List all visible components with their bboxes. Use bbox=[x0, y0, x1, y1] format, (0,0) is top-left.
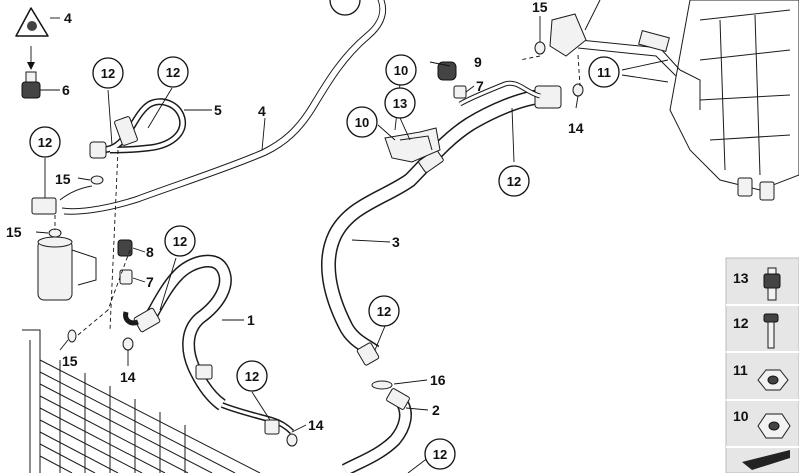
circled-callout-12-b: 12 bbox=[157, 56, 189, 88]
callout-15d: 15 bbox=[532, 0, 548, 15]
callout-4: 4 bbox=[258, 103, 266, 119]
callout-15c: 15 bbox=[62, 353, 78, 369]
callout-7a: 7 bbox=[476, 78, 484, 94]
svg-text:12: 12 bbox=[101, 66, 115, 81]
svg-text:13: 13 bbox=[393, 96, 407, 111]
legend-label-12: 12 bbox=[733, 315, 749, 331]
callout-5: 5 bbox=[214, 102, 222, 118]
hose-1 bbox=[123, 254, 295, 435]
legend-icon-stud bbox=[763, 267, 781, 301]
callout-15b: 15 bbox=[6, 224, 22, 240]
hose-5 bbox=[59, 98, 187, 201]
svg-text:12: 12 bbox=[377, 304, 391, 319]
warning-sticker-19 bbox=[15, 7, 49, 37]
svg-text:12: 12 bbox=[38, 135, 52, 150]
svg-text:12: 12 bbox=[166, 65, 180, 80]
callout-9: 9 bbox=[474, 54, 482, 70]
circled-callout-12-e: 12 bbox=[236, 360, 268, 392]
cap-8 bbox=[117, 239, 133, 257]
callout-14b: 14 bbox=[308, 417, 324, 433]
callout-15a: 15 bbox=[55, 171, 71, 187]
callout-2: 2 bbox=[432, 402, 440, 418]
circled-callout-12-h: 12 bbox=[498, 165, 530, 197]
callout-8: 8 bbox=[146, 244, 154, 260]
svg-text:12: 12 bbox=[507, 174, 521, 189]
callout-14c: 14 bbox=[568, 120, 584, 136]
evaporator-housing bbox=[669, 0, 799, 201]
callout-16: 16 bbox=[430, 372, 446, 388]
circled-callout-12-top bbox=[329, 0, 361, 16]
valve-7a bbox=[453, 85, 467, 99]
hose-3 bbox=[321, 80, 562, 366]
circled-callout-11: 11 bbox=[588, 56, 620, 88]
circled-callout-12-d: 12 bbox=[164, 225, 196, 257]
svg-text:11: 11 bbox=[597, 65, 611, 80]
legend-panel bbox=[725, 257, 799, 473]
callout-1: 1 bbox=[247, 312, 255, 328]
svg-text:12: 12 bbox=[173, 234, 187, 249]
callout-3: 3 bbox=[392, 234, 400, 250]
legend-label-13: 13 bbox=[733, 270, 749, 286]
callout-6: 6 bbox=[62, 82, 70, 98]
circled-callout-13: 13 bbox=[384, 87, 416, 119]
callout-14a: 14 bbox=[120, 369, 136, 385]
circled-callout-12-c: 12 bbox=[29, 126, 61, 158]
circled-callout-12-f: 12 bbox=[368, 295, 400, 327]
circled-callout-12-a: 12 bbox=[92, 57, 124, 89]
circled-callout-12-g: 12 bbox=[424, 438, 456, 470]
svg-text:10: 10 bbox=[394, 63, 408, 78]
receiver-drier bbox=[31, 197, 97, 301]
svg-text:10: 10 bbox=[355, 115, 369, 130]
circled-callout-10-a: 10 bbox=[385, 54, 417, 86]
legend-label-10: 10 bbox=[733, 408, 749, 424]
condenser bbox=[22, 329, 261, 473]
circled-callout-10-b: 10 bbox=[346, 106, 378, 138]
legend-label-11: 11 bbox=[733, 362, 748, 378]
legend-icon-bolt bbox=[763, 313, 779, 349]
svg-text:12: 12 bbox=[433, 447, 447, 462]
hose-2 bbox=[341, 388, 412, 473]
dashed-leaders bbox=[54, 54, 581, 336]
pipe-4 bbox=[61, 0, 387, 215]
pressure-switch-6 bbox=[21, 71, 41, 99]
legend-icon-arrow bbox=[742, 450, 790, 470]
callout-19: 4 bbox=[64, 10, 72, 26]
o-rings bbox=[48, 41, 584, 447]
svg-text:12: 12 bbox=[245, 369, 259, 384]
pipe-11 bbox=[549, 0, 681, 77]
valve-9 bbox=[437, 61, 457, 81]
legend-icon-flange-nut bbox=[757, 369, 789, 391]
legend-icon-hex-nut bbox=[757, 413, 791, 439]
callout-7b: 7 bbox=[146, 274, 154, 290]
